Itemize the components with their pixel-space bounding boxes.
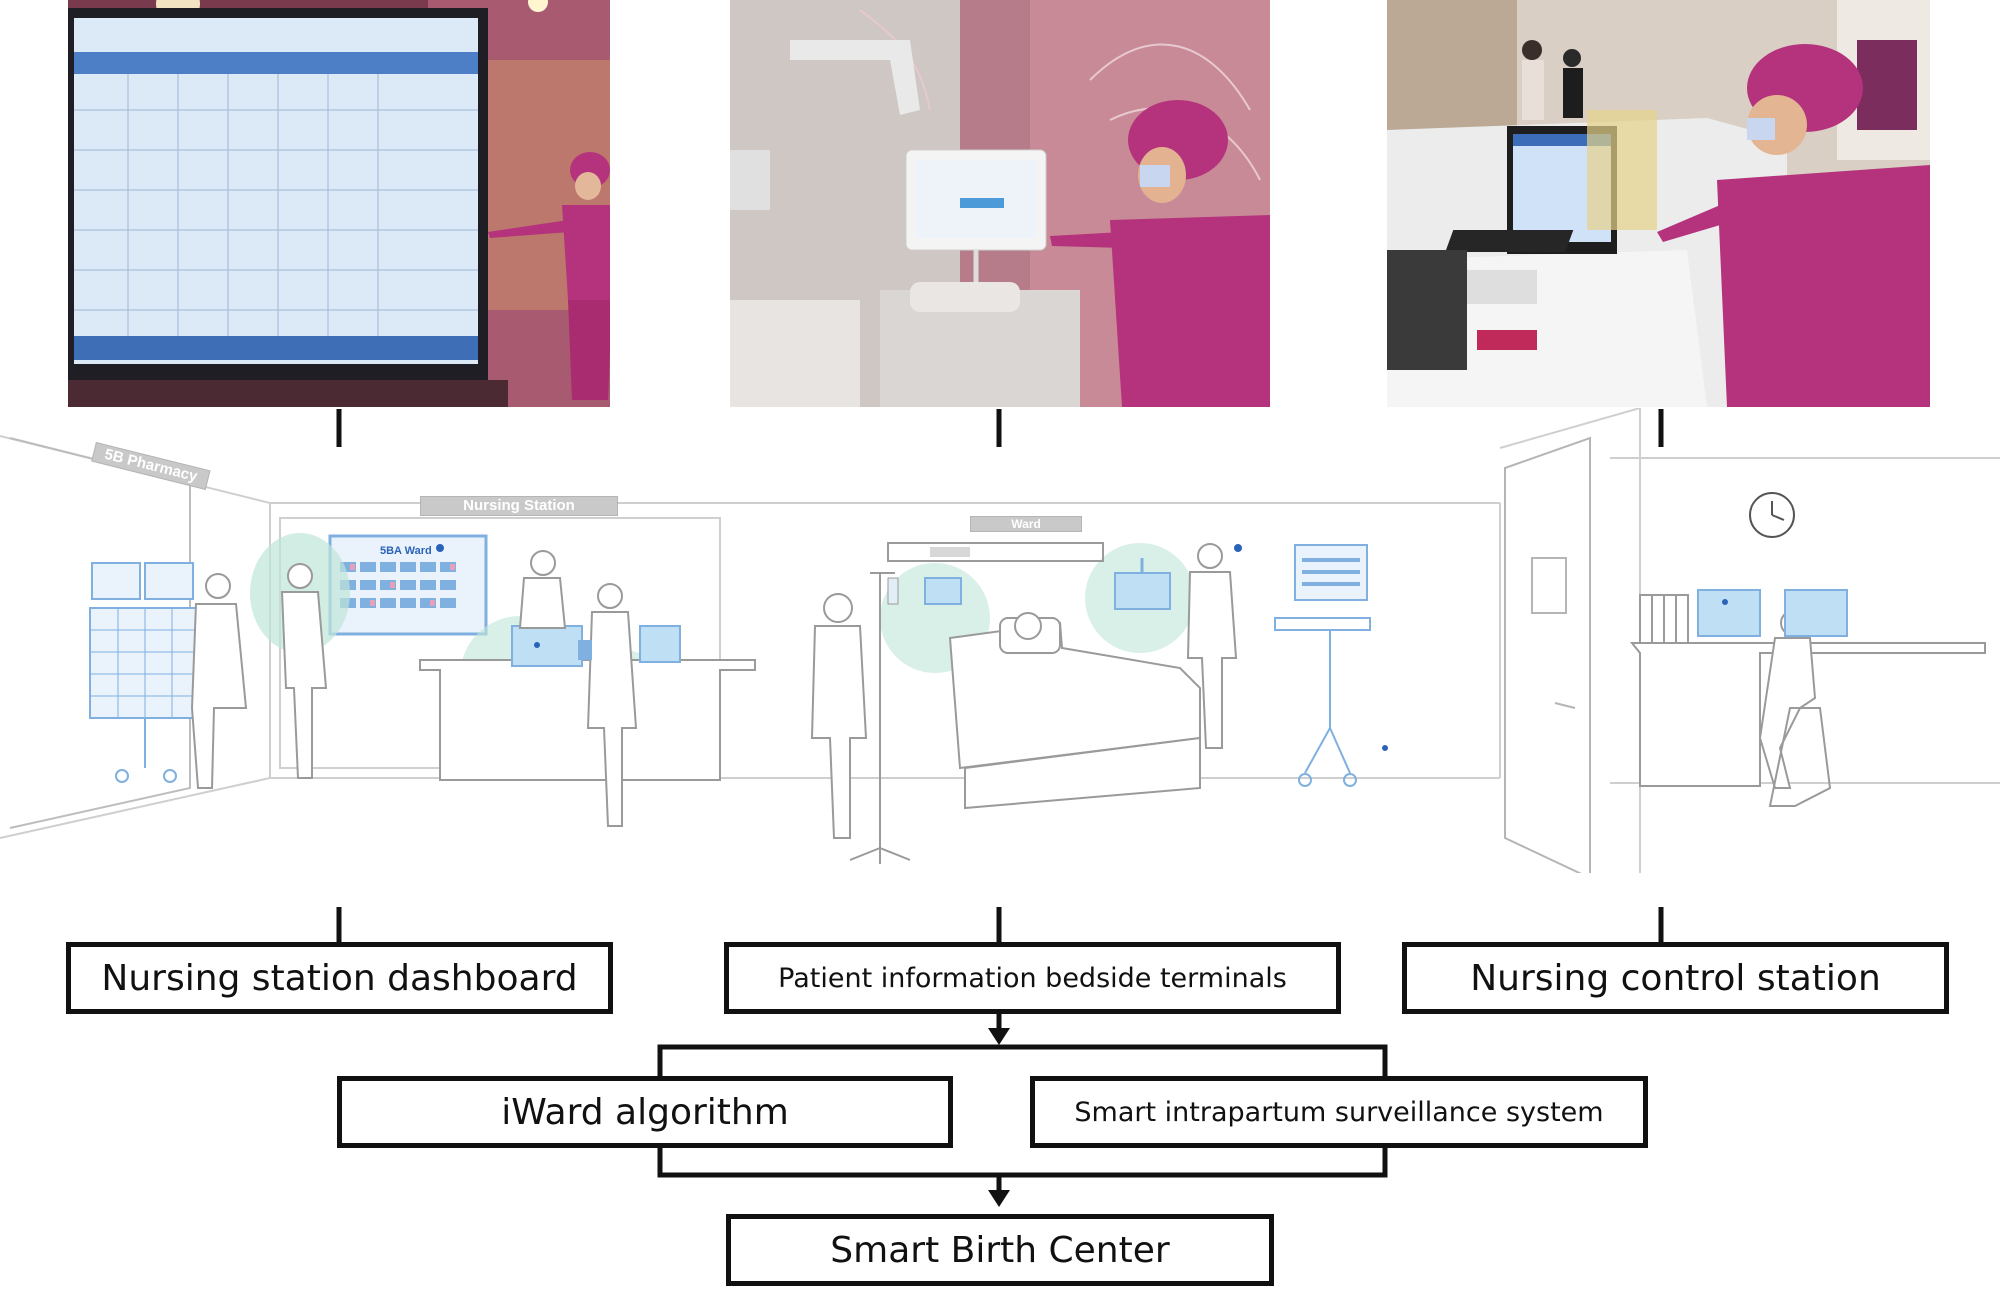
iward-algorithm-box: iWard algorithm [337,1076,953,1148]
nursing-station-sign: Nursing Station [420,496,618,516]
nursing-control-station-box: Nursing control station [1402,942,1949,1014]
arrow-to-birth-center-head [988,1190,1010,1207]
ward-scene-illustration [0,406,2000,880]
surveillance-system-label: Smart intrapartum surveillance system [1074,1096,1604,1128]
bracket-bottom [657,1145,1388,1178]
iward-algorithm-label: iWard algorithm [501,1091,789,1133]
ward-sign: Ward [970,516,1082,532]
nursing-control-station-label: Nursing control station [1470,957,1881,999]
nursing-station-dashboard-label: Nursing station dashboard [101,957,578,999]
dashboard-screen-title: 5BA Ward [380,545,432,557]
bedside-terminals-box: Patient information bedside terminals [724,942,1341,1014]
nursing-station-dashboard-photo [68,0,610,407]
arrow-to-bracket-head [988,1028,1010,1045]
surveillance-system-box: Smart intrapartum surveillance system [1030,1076,1648,1148]
nursing-station-dashboard-box: Nursing station dashboard [66,942,613,1014]
bracket-top [657,1044,1388,1078]
bedside-terminals-label: Patient information bedside terminals [778,962,1287,994]
control-station-photo [1387,0,1930,407]
smart-birth-center-label: Smart Birth Center [830,1229,1170,1271]
bedside-terminal-photo [730,0,1270,407]
smart-birth-center-box: Smart Birth Center [726,1214,1274,1286]
